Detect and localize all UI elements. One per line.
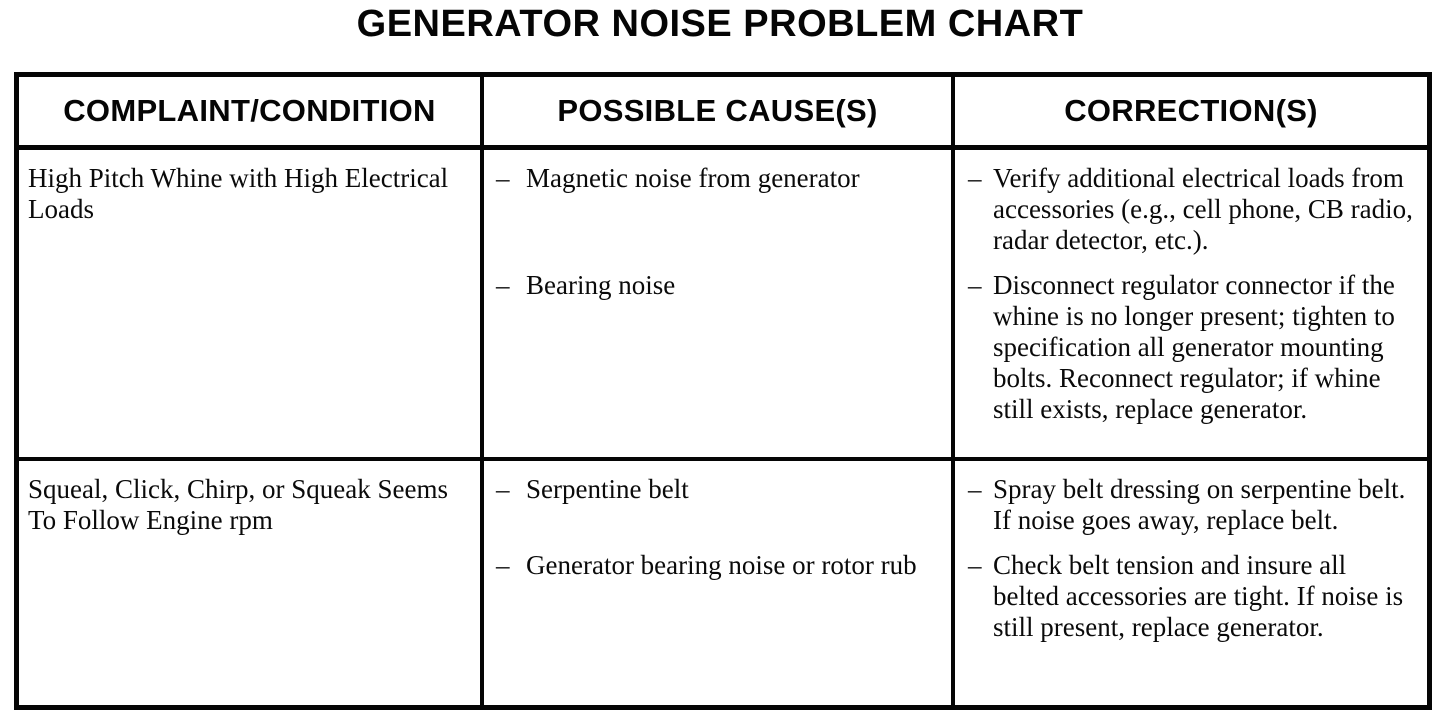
table-header-row: COMPLAINT/CONDITION POSSIBLE CAUSE(S) CO… bbox=[19, 77, 1427, 150]
cause-item: – Bearing noise bbox=[484, 256, 955, 457]
dash-bullet: – bbox=[968, 474, 982, 504]
correction-item: – Disconnect regulator connector if the … bbox=[955, 256, 1427, 457]
dash-bullet: – bbox=[968, 270, 982, 300]
correction-item: – Verify additional electrical loads fro… bbox=[955, 150, 1427, 256]
dash-bullet: – bbox=[968, 163, 982, 193]
complaint-cell: High Pitch Whine with High Electrical Lo… bbox=[19, 150, 484, 457]
header-complaint-condition: COMPLAINT/CONDITION bbox=[19, 77, 484, 145]
cause-text: Bearing noise bbox=[526, 270, 676, 300]
cause-item: – Magnetic noise from generator bbox=[484, 150, 955, 256]
header-possible-causes: POSSIBLE CAUSE(S) bbox=[484, 77, 955, 145]
table-row: Squeal, Click, Chirp, or Squeak Seems To… bbox=[19, 461, 1427, 705]
cause-item: – Generator bearing noise or rotor rub bbox=[484, 536, 955, 705]
table-row: High Pitch Whine with High Electrical Lo… bbox=[19, 150, 1427, 461]
correction-item: – Spray belt dressing on serpentine belt… bbox=[955, 461, 1427, 536]
cause-text: Generator bearing noise or rotor rub bbox=[526, 550, 917, 580]
correction-text: Spray belt dressing on serpentine belt. … bbox=[993, 474, 1406, 535]
correction-text: Check belt tension and insure all belted… bbox=[993, 550, 1404, 642]
cause-item: – Serpentine belt bbox=[484, 461, 955, 536]
page-title: GENERATOR NOISE PROBLEM CHART bbox=[356, 3, 1084, 45]
dash-bullet: – bbox=[496, 550, 510, 580]
correction-text: Disconnect regulator connector if the wh… bbox=[993, 270, 1395, 424]
header-corrections: CORRECTION(S) bbox=[1064, 93, 1318, 128]
dash-bullet: – bbox=[496, 270, 510, 300]
complaint-cell: Squeal, Click, Chirp, or Squeak Seems To… bbox=[19, 461, 484, 705]
correction-item: – Check belt tension and insure all belt… bbox=[955, 536, 1427, 705]
correction-text: Verify additional electrical loads from … bbox=[993, 163, 1413, 255]
cause-text: Magnetic noise from generator bbox=[526, 163, 860, 193]
cause-text: Serpentine belt bbox=[526, 474, 689, 504]
noise-problem-table: COMPLAINT/CONDITION POSSIBLE CAUSE(S) CO… bbox=[14, 72, 1432, 710]
dash-bullet: – bbox=[968, 550, 982, 580]
dash-bullet: – bbox=[496, 474, 510, 504]
dash-bullet: – bbox=[496, 163, 510, 193]
